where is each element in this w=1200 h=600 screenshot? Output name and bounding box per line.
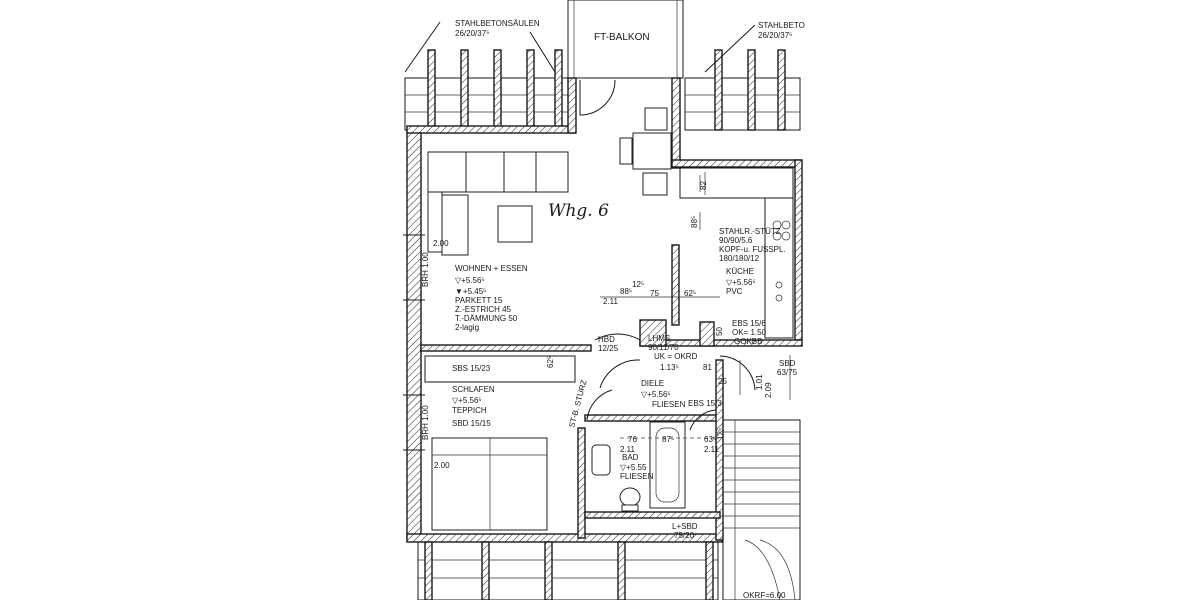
room-hall-name: DIELE	[641, 379, 664, 388]
kitchen-counter	[679, 167, 794, 339]
room-living-level2: ▼+5.45⁵	[455, 287, 486, 296]
label-sbd-right: SBD	[779, 359, 796, 368]
dim-50: 50	[715, 327, 724, 336]
label-okrf: OKRF=6.00	[743, 591, 786, 600]
dim-2-11-b: 2.11	[620, 445, 636, 454]
room-hall-level: ▽+5.56⁵	[641, 390, 671, 399]
label-lsbd-1: L+SBD	[672, 522, 698, 531]
dim-75: 75	[650, 289, 659, 298]
dim-87-5: 87⁵	[662, 435, 674, 444]
dim-62-5-b: 62⁵	[546, 356, 555, 368]
plan-labels: STAHLBETONSÄULEN 26/20/37⁵ STAHLBETO 26/…	[421, 19, 805, 600]
bath-fixtures	[591, 421, 686, 512]
room-living-floor-1: PARKETT 15	[455, 296, 503, 305]
room-kitchen-floor: PVC	[726, 287, 743, 296]
dim-12-5: 12⁵	[632, 280, 644, 289]
label-balcony: FT-BALKON	[594, 32, 650, 43]
label-steel-support-1: STAHLR.-STÜTZ	[719, 227, 781, 236]
exterior-walls	[406, 77, 803, 543]
room-kitchen-name: KÜCHE	[726, 267, 754, 276]
dim-2-09: 2.09	[764, 382, 773, 398]
label-ebs-15-3: EBS 15/3	[688, 399, 722, 408]
label-columns-right: STAHLBETO	[758, 21, 805, 30]
balcony	[567, 0, 684, 79]
dimension-lines	[600, 172, 791, 439]
dim-1-13: 1.13⁵	[660, 363, 679, 372]
label-hbd: HBD	[598, 335, 615, 344]
dim-2-11: 2.11	[603, 297, 619, 306]
label-columns-left-dim: 26/20/37⁵	[455, 29, 489, 38]
dim-82: 82	[699, 181, 708, 190]
dim-81: 81	[703, 363, 712, 372]
room-living-floor-3: T.-DÄMMUNG 50	[455, 314, 518, 323]
label-steel-support-2: 90/90/5.6	[719, 236, 753, 245]
room-bath-floor: FLIESEN	[620, 472, 654, 481]
label-ebs-1: EBS 15/6	[732, 319, 766, 328]
dim-88: 88⁵	[690, 216, 699, 228]
interior-doors	[586, 333, 756, 431]
dim-2-11-c: 2.11	[704, 445, 720, 454]
dim-88-b: 88⁵	[620, 287, 632, 296]
label-lhms-3: UK = OKRD	[654, 352, 698, 361]
label-steel-support-3: KOPF-u. FUSSPL.	[719, 245, 786, 254]
dim-12-5-b: 12⁵	[716, 428, 725, 440]
stairwell	[722, 419, 801, 600]
label-hbd-dim: 12/25	[598, 344, 619, 353]
label-ebs-3: GOKBB	[734, 337, 762, 346]
top-column-row-left	[404, 21, 571, 131]
dim-76: 76	[628, 435, 637, 444]
room-bedroom-name: SCHLAFEN	[452, 385, 495, 394]
label-unit: Whg. 6	[548, 201, 609, 221]
bedroom-furniture	[424, 355, 576, 531]
label-steel-support-4: 180/180/12	[719, 254, 760, 263]
left-windows	[403, 234, 425, 451]
label-sbd-right-dim: 63/75	[777, 368, 798, 377]
dim-2-00: 2.00	[433, 239, 449, 248]
room-living-floor-2: Z.-ESTRICH 45	[455, 305, 512, 314]
label-columns-left: STAHLBETONSÄULEN	[455, 19, 540, 28]
room-bath-name: BAD	[622, 453, 639, 462]
living-furniture	[427, 107, 672, 256]
room-kitchen-level: ▽+5.56⁵	[726, 278, 756, 287]
dim-1-01: 1.01	[755, 374, 764, 390]
label-brh-left: BRH 1.00	[421, 252, 430, 287]
dim-25: 25	[718, 377, 727, 386]
room-hall-floor: FLIESEN	[652, 400, 686, 409]
room-living-level: ▽+5.56⁵	[455, 276, 485, 285]
room-bedroom-level: ▽+5.56⁵	[452, 396, 482, 405]
label-columns-right-dim: 26/20/37⁵	[758, 31, 792, 40]
room-living-name: WOHNEN + ESSEN	[455, 264, 528, 273]
label-lhms-1: LHMS	[648, 334, 670, 343]
label-sbs: SBS 15/23	[452, 364, 491, 373]
label-lhms-2: 90/11/70	[648, 343, 679, 352]
room-bedroom-floor: TEPPICH	[452, 406, 487, 415]
dim-63-5: 63⁵	[704, 435, 716, 444]
label-ebs-2: OK= 1.50	[732, 328, 767, 337]
label-lsbd-2: 75/20	[674, 531, 695, 540]
top-column-row-right	[684, 24, 801, 131]
bottom-column-row	[417, 541, 719, 600]
dim-2-00-b: 2.00	[434, 461, 450, 470]
balcony-door	[579, 79, 616, 116]
room-living-floor-4: 2-lagig	[455, 323, 479, 332]
label-brh-left-2: BRH 1.00	[421, 405, 430, 440]
room-bedroom-sbd: SBD 15/15	[452, 419, 491, 428]
room-bath-level: ▽+5.55	[620, 463, 647, 472]
dim-62-5: 62⁵	[684, 289, 696, 298]
